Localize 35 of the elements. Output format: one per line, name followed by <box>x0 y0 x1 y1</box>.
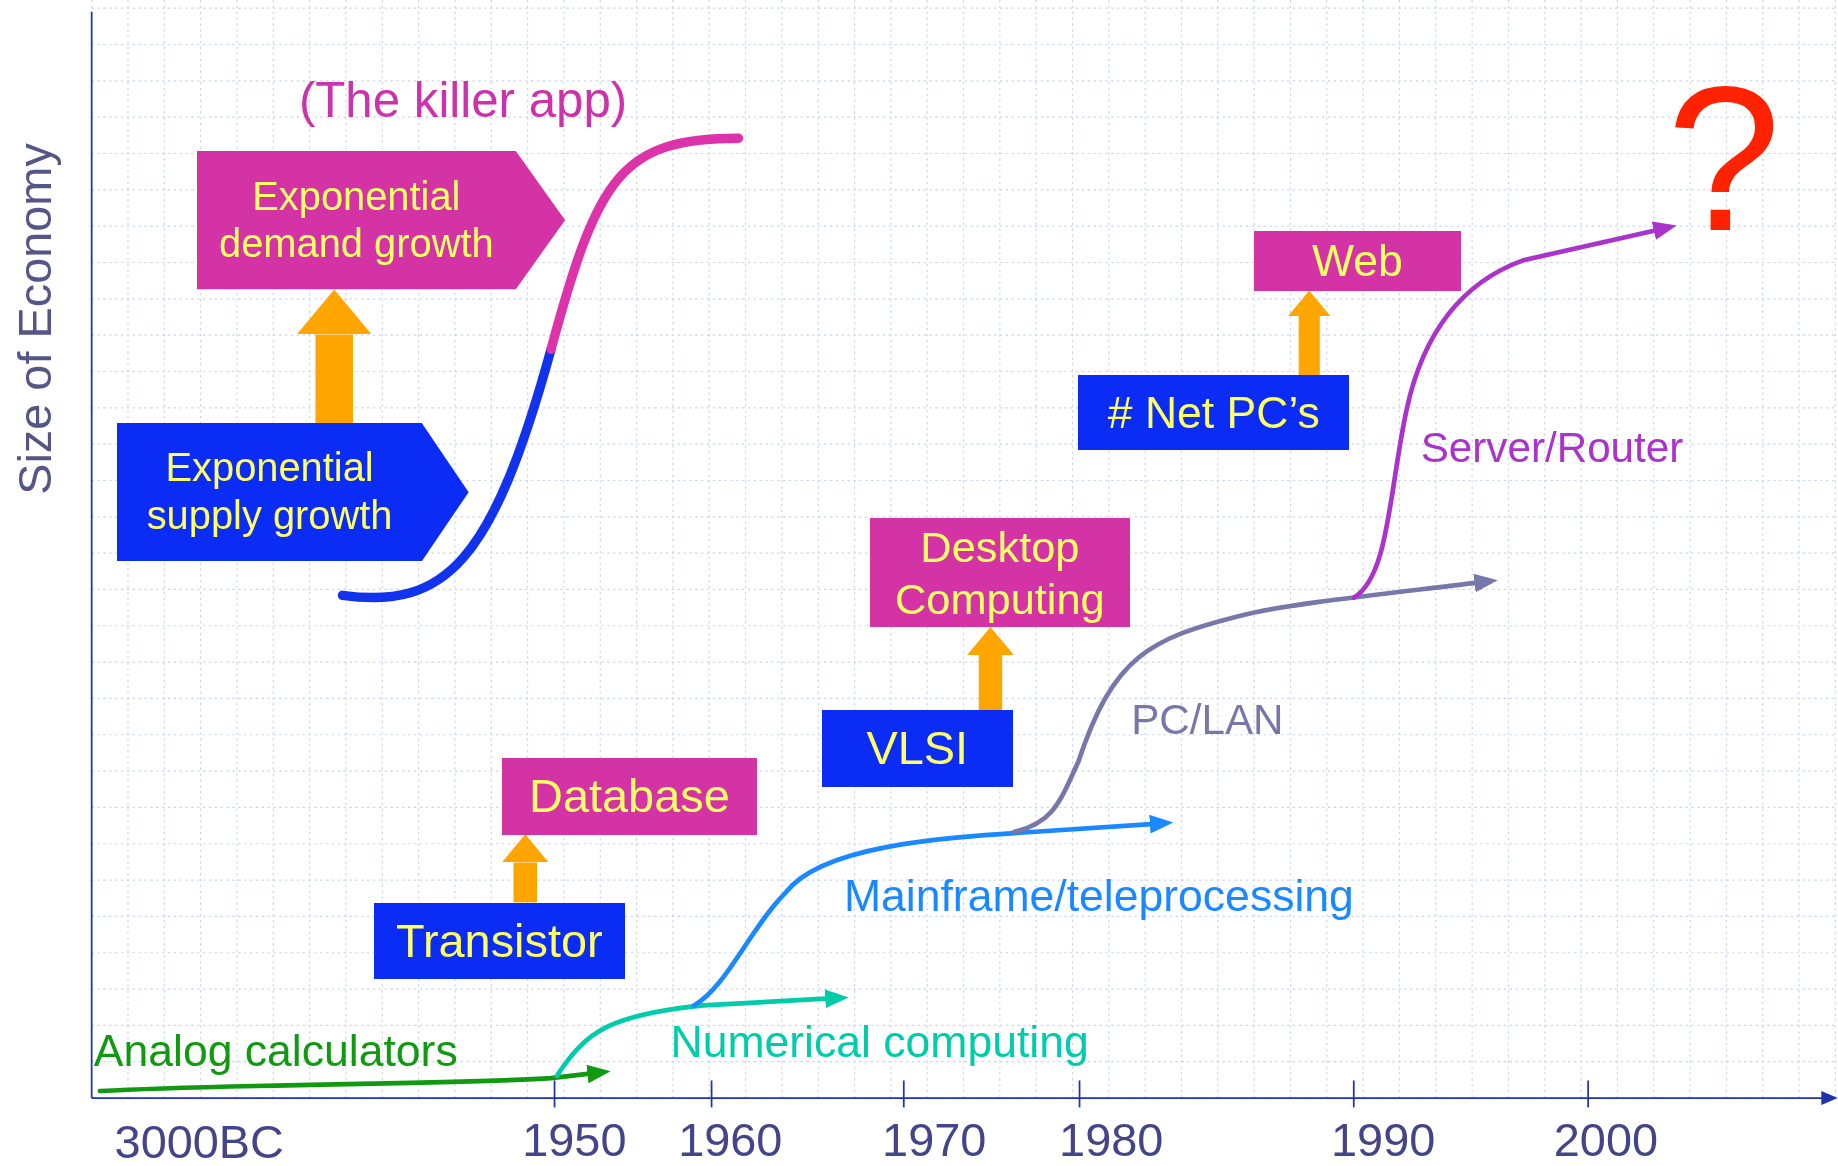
arrow <box>296 289 372 424</box>
tick-label: 3000BC <box>114 1119 284 1166</box>
label-box <box>821 710 1013 787</box>
curve-label: Mainframe/teleprocessing <box>843 874 1354 919</box>
tick-label: 1990 <box>1331 1117 1436 1164</box>
box-label: VLSI <box>866 721 969 777</box>
curve-label: Numerical computing <box>670 1019 1089 1065</box>
box-label: Web <box>1312 235 1403 288</box>
arrow-banner <box>117 423 469 562</box>
box-label: Desktop Computing <box>894 521 1106 625</box>
box-label: Exponential supply growth <box>145 444 394 540</box>
box-label: Transistor <box>396 913 603 969</box>
box-label: # Net PC’s <box>1107 386 1320 439</box>
label-box <box>501 758 758 835</box>
curve-label: Analog calculators <box>93 1029 458 1074</box>
label-box <box>1254 230 1461 291</box>
box-label: Exponential demand growth <box>218 172 495 268</box>
label-box <box>869 518 1130 628</box>
curve-label: Server/Router <box>1420 426 1684 469</box>
label-box <box>373 902 625 979</box>
arrow-banner <box>196 151 565 290</box>
tick-label: 2000 <box>1553 1117 1659 1164</box>
box-label: Database <box>529 769 730 825</box>
label-box <box>1078 375 1350 451</box>
arrow <box>967 626 1014 711</box>
tick-label: 1970 <box>882 1117 987 1164</box>
question-mark: ? <box>1666 56 1781 262</box>
annotation-label: (The killer app) <box>298 75 628 125</box>
curve-label: PC/LAN <box>1131 698 1284 741</box>
arrow <box>1288 290 1331 375</box>
tick-label: 1960 <box>678 1117 783 1164</box>
arrow <box>501 834 549 903</box>
axis-title: Size of Economy <box>11 142 59 495</box>
tick-label: 1980 <box>1059 1117 1164 1164</box>
tick-label: 1950 <box>522 1117 627 1164</box>
